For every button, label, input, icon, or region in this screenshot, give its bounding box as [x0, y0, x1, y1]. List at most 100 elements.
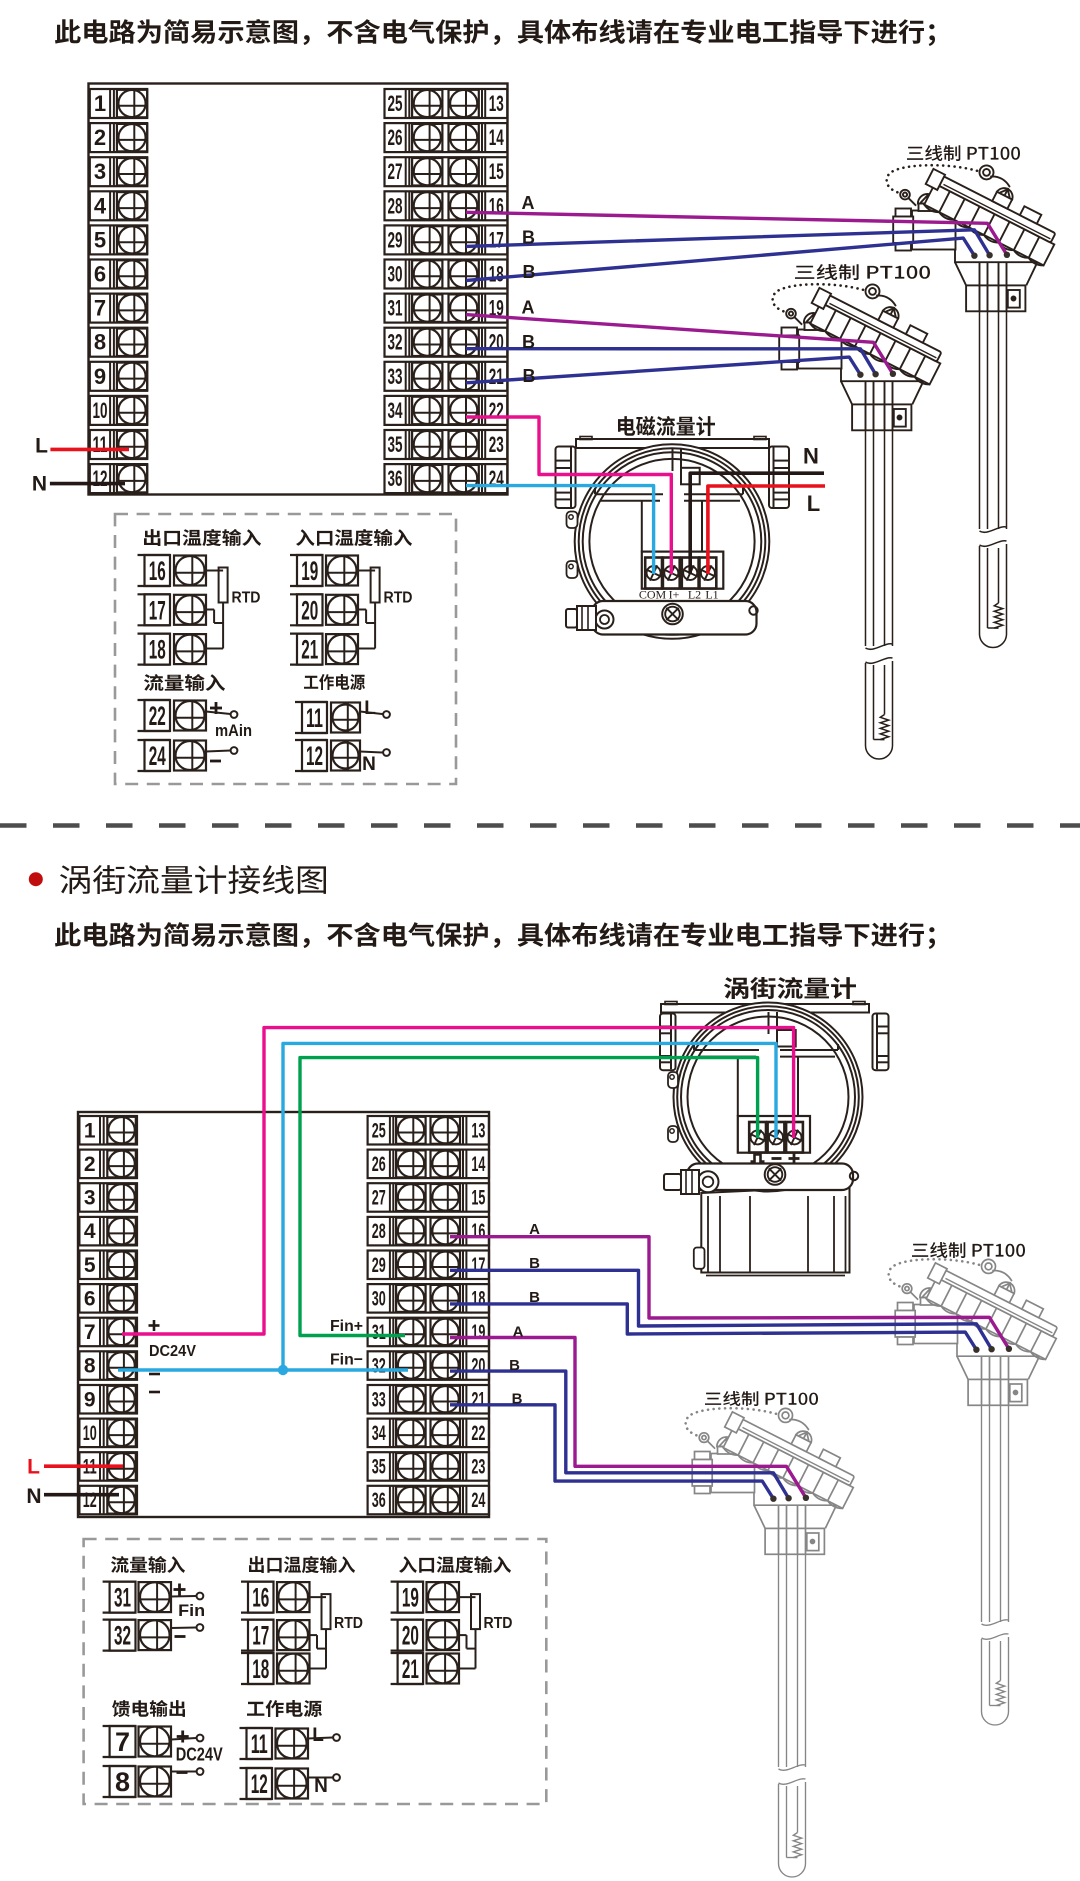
svg-text:1: 1: [94, 91, 106, 116]
svg-text:25: 25: [388, 91, 403, 116]
svg-text:28: 28: [388, 193, 403, 218]
svg-text:B: B: [523, 262, 536, 282]
svg-text:36: 36: [372, 1489, 386, 1512]
svg-text:16: 16: [149, 556, 166, 586]
svg-text:1: 1: [84, 1119, 96, 1142]
svg-text:A: A: [513, 1324, 524, 1341]
svg-text:14: 14: [471, 1153, 485, 1176]
svg-text:23: 23: [489, 432, 504, 457]
svg-text:L: L: [364, 698, 376, 719]
svg-text:29: 29: [388, 227, 403, 252]
svg-text:11: 11: [251, 1729, 268, 1759]
svg-text:N: N: [32, 473, 47, 496]
svg-text:5: 5: [84, 1254, 96, 1277]
svg-text:18: 18: [149, 635, 166, 665]
svg-text:10: 10: [93, 398, 108, 423]
svg-text:4: 4: [84, 1220, 96, 1243]
svg-text:12: 12: [251, 1769, 268, 1799]
svg-text:34: 34: [372, 1422, 386, 1445]
svg-text:12: 12: [93, 466, 108, 491]
svg-text:17: 17: [252, 1621, 269, 1651]
svg-text:24: 24: [471, 1489, 485, 1512]
svg-text:B: B: [523, 366, 536, 386]
svg-text:8: 8: [115, 1767, 130, 1797]
svg-text:21: 21: [471, 1388, 485, 1411]
svg-text:B: B: [512, 1391, 523, 1408]
svg-text:33: 33: [372, 1388, 386, 1411]
svg-text:31: 31: [114, 1583, 131, 1613]
svg-text:22: 22: [471, 1422, 485, 1445]
svg-text:19: 19: [402, 1583, 419, 1613]
svg-text:32: 32: [388, 330, 403, 355]
svg-text:A: A: [522, 193, 535, 213]
svg-text:18: 18: [471, 1287, 485, 1310]
svg-text:25: 25: [372, 1119, 386, 1142]
svg-text:L2: L2: [688, 588, 701, 602]
svg-text:6: 6: [94, 262, 106, 287]
svg-text:7: 7: [115, 1727, 130, 1757]
svg-text:RTD: RTD: [384, 590, 413, 607]
svg-text:7: 7: [94, 296, 106, 321]
svg-text:30: 30: [388, 262, 403, 287]
svg-text:B: B: [509, 1357, 520, 1374]
svg-text:31: 31: [388, 296, 403, 321]
svg-text:N: N: [26, 1485, 41, 1508]
svg-text:26: 26: [388, 125, 403, 150]
svg-text:mAin: mAin: [215, 721, 252, 740]
svg-text:17: 17: [489, 227, 504, 252]
svg-text:34: 34: [388, 398, 403, 423]
svg-text:I+: I+: [669, 588, 680, 602]
svg-text:35: 35: [388, 432, 403, 457]
svg-text:19: 19: [471, 1321, 485, 1344]
svg-text:26: 26: [372, 1153, 386, 1176]
svg-text:23: 23: [471, 1456, 485, 1479]
svg-text:RTD: RTD: [232, 590, 261, 607]
svg-text:18: 18: [489, 262, 504, 287]
svg-text:15: 15: [471, 1187, 485, 1210]
svg-text:3: 3: [94, 159, 106, 184]
svg-text:19: 19: [489, 296, 504, 321]
svg-text:A: A: [522, 298, 535, 318]
svg-text:2: 2: [94, 125, 106, 150]
svg-text:L: L: [27, 1456, 40, 1479]
svg-text:20: 20: [489, 330, 504, 355]
svg-text:35: 35: [372, 1456, 386, 1479]
svg-text:COM: COM: [639, 588, 667, 602]
svg-text:DC24V: DC24V: [176, 1745, 223, 1765]
svg-text:28: 28: [372, 1220, 386, 1243]
svg-text:20: 20: [301, 595, 318, 625]
svg-text:19: 19: [301, 556, 318, 586]
svg-text:Fin−: Fin−: [330, 1352, 363, 1369]
svg-text:20: 20: [471, 1355, 485, 1378]
svg-text:10: 10: [83, 1422, 97, 1445]
svg-text:27: 27: [372, 1187, 386, 1210]
svg-text:N: N: [362, 754, 376, 775]
svg-text:20: 20: [402, 1621, 419, 1651]
svg-text:4: 4: [94, 193, 107, 218]
svg-text:12: 12: [83, 1489, 97, 1512]
svg-text:32: 32: [372, 1355, 386, 1378]
svg-text:29: 29: [372, 1254, 386, 1277]
svg-text:27: 27: [388, 159, 403, 184]
svg-text:B: B: [522, 228, 535, 248]
svg-text:11: 11: [306, 703, 323, 733]
svg-text:B: B: [529, 1289, 540, 1306]
svg-text:14: 14: [489, 125, 504, 150]
svg-text:13: 13: [471, 1119, 485, 1142]
svg-text:21: 21: [402, 1654, 419, 1684]
svg-text:B: B: [522, 332, 535, 352]
svg-text:31: 31: [372, 1321, 386, 1344]
svg-text:L: L: [312, 1725, 324, 1746]
svg-text:8: 8: [94, 330, 106, 355]
svg-text:6: 6: [84, 1287, 96, 1310]
svg-text:Fin: Fin: [178, 1601, 205, 1620]
svg-text:DC24V: DC24V: [149, 1343, 197, 1360]
svg-text:12: 12: [306, 741, 323, 771]
svg-text:18: 18: [252, 1654, 269, 1684]
svg-text:21: 21: [489, 364, 504, 389]
svg-text:16: 16: [252, 1583, 269, 1613]
svg-text:17: 17: [149, 595, 166, 625]
svg-text:24: 24: [489, 466, 504, 491]
svg-text:A: A: [529, 1221, 540, 1238]
svg-text:22: 22: [489, 398, 504, 423]
